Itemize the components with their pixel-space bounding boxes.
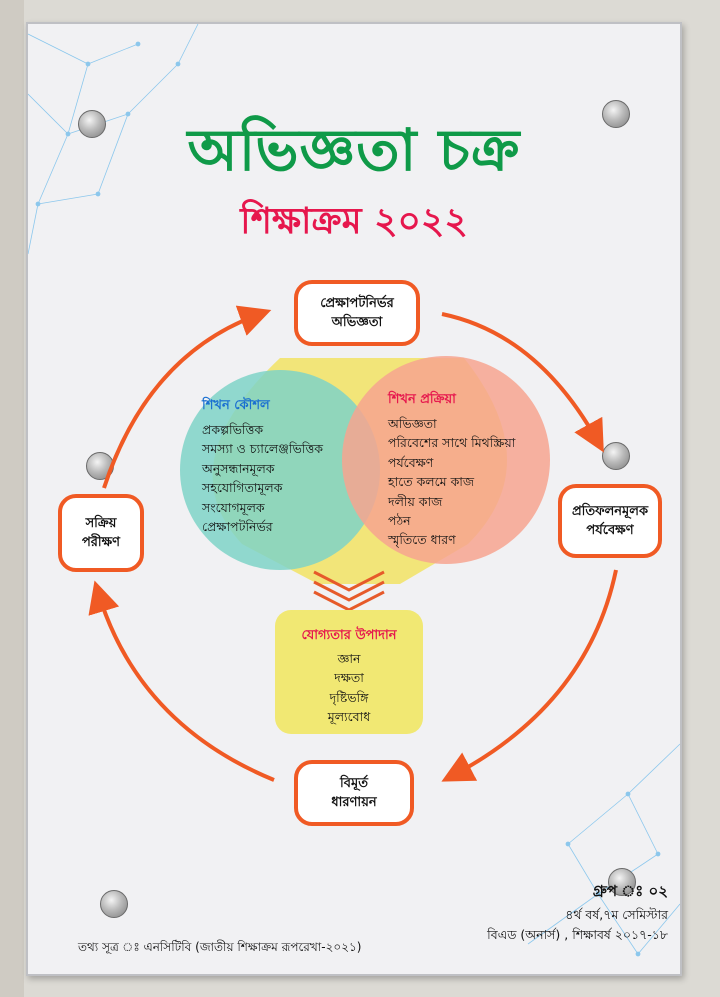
poster-board: অভিজ্ঞতা চক্র শিক্ষাক্রম ২০২২ প্রেক্ষাপট bbox=[26, 22, 682, 976]
group-info: গ্রুপ ঃ ০২ ৪র্থ বর্ষ,৭ম সেমিস্টার বিএড (… bbox=[428, 880, 668, 945]
process-circle bbox=[342, 356, 550, 564]
list-item: হাতে কলমে কাজ bbox=[388, 474, 475, 490]
list-item: প্রেক্ষাপটনির্ভর bbox=[202, 518, 273, 534]
learning-process-label: শিখন প্রক্রিয়া bbox=[388, 392, 456, 407]
poster-title: অভিজ্ঞতা চক্র bbox=[187, 116, 521, 184]
competency-label: যোগ্যতার উপাদান bbox=[301, 628, 397, 643]
list-item: দক্ষতা bbox=[334, 670, 364, 686]
list-item: সমস্যা ও চ্যালেঞ্জভিত্তিক bbox=[202, 441, 324, 457]
list-item: সংযোগমূলক bbox=[202, 499, 265, 515]
group-year: ৪র্থ বর্ষ,৭ম সেমিস্টার bbox=[565, 907, 668, 922]
group-title: গ্রুপ ঃ ০২ bbox=[592, 882, 668, 900]
arrow-bottom-to-left bbox=[88, 580, 275, 782]
screw-mid-right bbox=[602, 442, 630, 470]
network-decoration bbox=[28, 24, 680, 957]
competency-box: যোগ্যতার উপাদান জ্ঞান দক্ষতা দৃষ্টিভঙ্গি… bbox=[275, 610, 423, 734]
strategy-circle bbox=[180, 370, 380, 570]
learning-strategy-label: শিখন কৌশল bbox=[202, 398, 270, 413]
screw-top-right bbox=[602, 100, 630, 128]
experience-cycle-diagram bbox=[88, 305, 618, 782]
node-contextual-experience: প্রেক্ষাপটনির্ভর অভিজ্ঞতা bbox=[294, 280, 420, 346]
list-item: স্মৃতিতে ধারণ bbox=[388, 532, 456, 548]
list-item: পর্যবেক্ষণ bbox=[388, 454, 434, 470]
poster-subtitle: শিক্ষাক্রম ২০২২ bbox=[240, 201, 468, 242]
group-session: বিএড (অনার্স) , শিক্ষাবর্ষ ২০১৭-১৮ bbox=[487, 927, 668, 942]
screw-top-left bbox=[78, 110, 106, 138]
list-item: সহযোগিতামূলক bbox=[202, 480, 283, 496]
list-item: দৃষ্টিভঙ্গি bbox=[329, 689, 369, 705]
list-item: অভিজ্ঞতা bbox=[388, 416, 437, 431]
arrow-left-to-top bbox=[102, 305, 272, 489]
screw-bottom-right bbox=[608, 868, 636, 896]
list-item: জ্ঞান bbox=[337, 651, 361, 666]
list-item: পঠন bbox=[388, 512, 411, 528]
arrow-top-to-right bbox=[441, 312, 604, 453]
list-item: প্রকল্পভিত্তিক bbox=[202, 422, 264, 437]
list-item: পরিবেশের সাথে মিথস্ক্রিয়া bbox=[388, 435, 516, 451]
learning-strategy: শিখন কৌশল প্রকল্পভিত্তিক সমস্যা ও চ্যালে… bbox=[202, 396, 372, 536]
list-item: মূল্যবোধ bbox=[327, 709, 371, 725]
arrow-right-to-bottom bbox=[441, 569, 618, 782]
list-item: অনুসন্ধানমূলক bbox=[202, 460, 275, 476]
chevron-icon bbox=[313, 570, 385, 592]
list-item: দলীয় কাজ bbox=[388, 493, 443, 509]
wall bbox=[0, 0, 24, 997]
screw-bottom-left bbox=[100, 890, 128, 918]
node-abstract-conceptualization: বিমূর্ত ধারণায়ন bbox=[294, 760, 414, 826]
node-reflective-observation: প্রতিফলনমূলক পর্যবেক্ষণ bbox=[558, 484, 662, 558]
node-active-experimentation: সক্রিয় পরীক্ষণ bbox=[58, 494, 144, 572]
learning-process: শিখন প্রক্রিয়া অভিজ্ঞতা পরিবেশের সাথে ম… bbox=[388, 390, 558, 550]
source-credit: তথ্য সূত্র ঃ এনসিটিবি (জাতীয় শিক্ষাক্রম… bbox=[78, 940, 362, 954]
